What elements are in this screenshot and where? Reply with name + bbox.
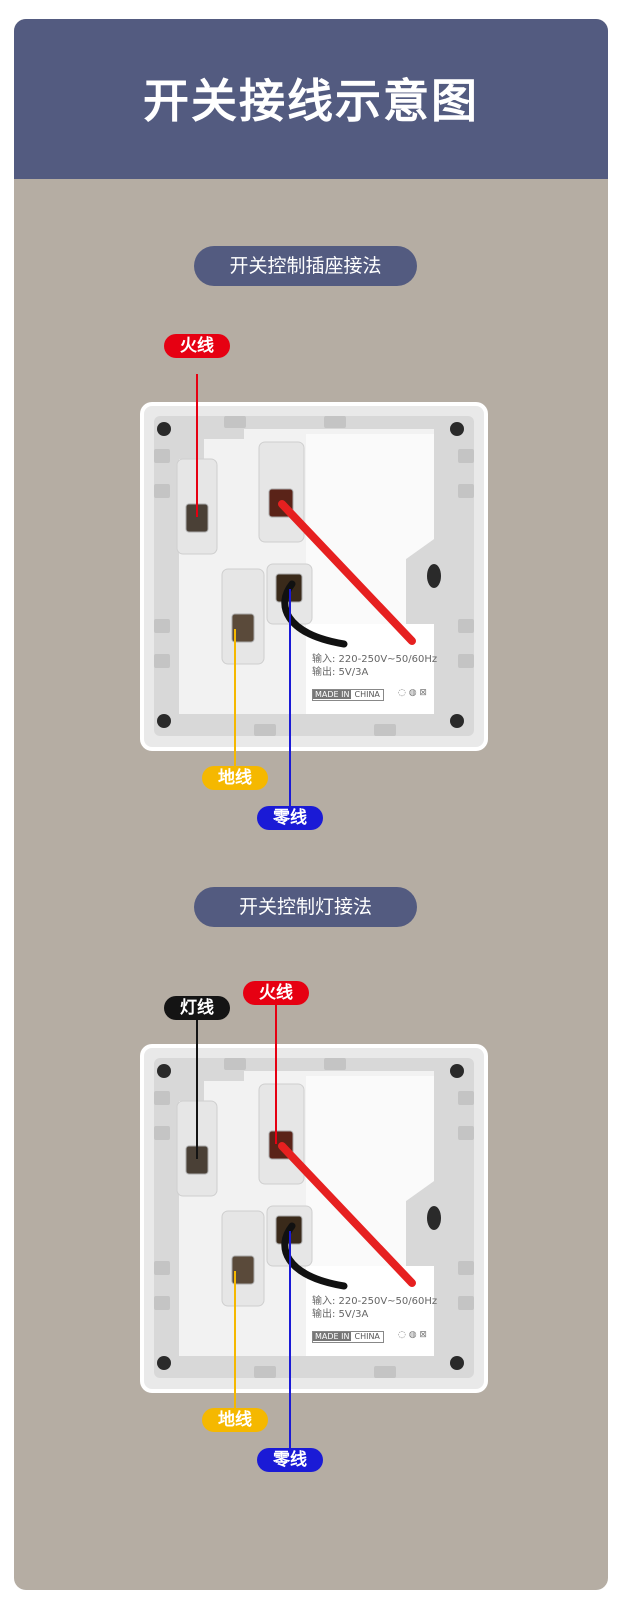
red-wire xyxy=(278,1142,416,1287)
cert-marks: ◌ ◍ ⊠ xyxy=(398,688,427,698)
neutral-wire-label: 零线 xyxy=(257,1448,323,1472)
screw-hole xyxy=(157,1064,171,1078)
spec-output: 输出: 5V/3A xyxy=(312,1309,369,1320)
live-wire-label: 火线 xyxy=(243,981,309,1005)
terminal-earth xyxy=(231,613,255,643)
earth-wire-label: 地线 xyxy=(202,1408,268,1432)
made-in-text: MADE IN xyxy=(313,1332,352,1341)
spec-input: 输入: 220-250V~50/60Hz xyxy=(312,654,438,665)
country-text: CHINA xyxy=(354,1332,380,1341)
earth-wire-label: 地线 xyxy=(202,766,268,790)
header-banner: 开关接线示意图 xyxy=(14,19,608,179)
country-text: CHINA xyxy=(354,690,380,699)
section-heading-socket: 开关控制插座接法 xyxy=(194,246,417,286)
live-wire-label: 火线 xyxy=(164,334,230,358)
screw-hole xyxy=(450,1356,464,1370)
switch-back-illustration xyxy=(140,374,488,829)
spec-output: 输出: 5V/3A xyxy=(312,667,369,678)
lamp-wire-label: 灯线 xyxy=(164,996,230,1020)
card: 开关接线示意图 开关控制插座接法 xyxy=(14,19,608,1590)
screw-hole xyxy=(450,1064,464,1078)
terminal-earth xyxy=(231,1255,255,1285)
made-in-text: MADE IN xyxy=(313,690,352,699)
page-title: 开关接线示意图 xyxy=(143,74,479,128)
spec-input: 输入: 220-250V~50/60Hz xyxy=(312,1296,438,1307)
neutral-wire-label: 零线 xyxy=(257,806,323,830)
screw-hole xyxy=(157,422,171,436)
screw-hole xyxy=(450,422,464,436)
red-wire xyxy=(278,500,416,645)
screw-hole xyxy=(157,714,171,728)
section-heading-lamp: 开关控制灯接法 xyxy=(194,887,417,927)
switch-back-illustration xyxy=(140,1001,488,1471)
cert-marks: ◌ ◍ ⊠ xyxy=(398,1330,427,1340)
screw-hole xyxy=(157,1356,171,1370)
screw-hole xyxy=(450,714,464,728)
